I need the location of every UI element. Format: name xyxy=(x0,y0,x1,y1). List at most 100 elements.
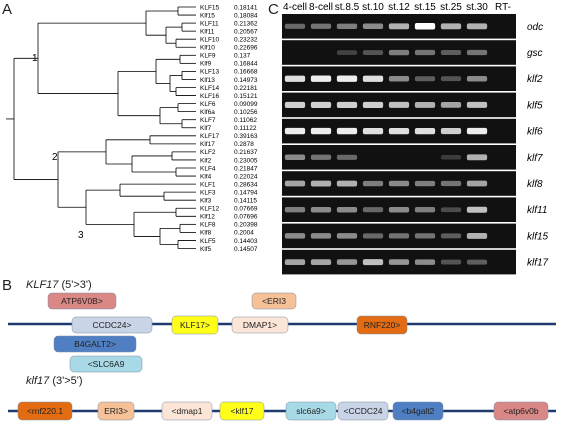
gel-band-klf7-7 xyxy=(466,154,488,161)
tree-leaf-value: 0.11062 xyxy=(234,117,257,124)
gel-band-klf11-7 xyxy=(466,206,488,213)
gel-band-klf7-0 xyxy=(284,154,306,161)
clade-label-1: 1 xyxy=(32,53,38,64)
gene-box-ccdc24 xyxy=(71,316,153,334)
gel-band-klf6-0 xyxy=(284,127,306,135)
gene-box-label: <b4galt2 xyxy=(402,406,435,416)
tree-leaf-name: KLF1 xyxy=(200,181,216,188)
gel-band-klf15-2 xyxy=(336,233,358,239)
tree-leaf-value: 0.09099 xyxy=(234,101,258,108)
gel-lane-label: st.30 xyxy=(466,2,488,13)
gene-box-b4galt2 xyxy=(53,335,137,353)
gel-lane-label: st.15 xyxy=(414,2,436,13)
gel-band-klf2-0 xyxy=(284,75,306,82)
gel-band-klf2-3 xyxy=(362,75,384,82)
gel-band-klf17-0 xyxy=(284,259,306,265)
gel-gene-label: klf5 xyxy=(527,100,543,111)
gel-lane-label: st.12 xyxy=(388,2,410,13)
gene-box-ccdc24 xyxy=(337,401,389,421)
gel-band-klf8-0 xyxy=(284,180,306,187)
gel-band-klf8-6 xyxy=(440,180,462,187)
gel-band-odc-0 xyxy=(284,23,306,29)
tree-leaf-name: KLF17 xyxy=(200,133,220,140)
gel-strip-klf7 xyxy=(282,145,516,170)
gel-band-klf2-2 xyxy=(336,75,358,82)
gel-strip-klf8 xyxy=(282,171,516,196)
tree-leaf-value: 0.23232 xyxy=(234,37,258,44)
gel-band-klf8-1 xyxy=(310,180,332,187)
gel-band-klf5-0 xyxy=(284,101,306,108)
tree-leaf-name: Klf13 xyxy=(200,77,215,84)
gene-box-label: KLF17> xyxy=(180,320,210,330)
gel-band-klf8-4 xyxy=(388,180,410,187)
tree-leaf-name: Klf10 xyxy=(200,45,215,52)
tree-leaf-value: 0.21362 xyxy=(234,20,258,27)
tree-leaf-name: Klf6a xyxy=(200,109,215,116)
gel-band-klf2-7 xyxy=(466,75,488,82)
gel-band-klf5-7 xyxy=(466,101,488,108)
synteny-title-top: KLF17 (5'>3') xyxy=(26,279,92,291)
tree-leaf-name: Klf7 xyxy=(200,125,212,132)
gel-band-klf6-1 xyxy=(310,127,332,135)
tree-leaf-name: KLF10 xyxy=(200,37,220,44)
tree-leaf-name: KLF4 xyxy=(200,165,216,172)
tree-leaf-name: KLF6 xyxy=(200,101,216,108)
tree-leaf-value: 0.2004 xyxy=(234,230,254,237)
gene-box-label: <atp6v0b xyxy=(503,406,538,416)
tree-leaf-name: KLF12 xyxy=(200,206,220,213)
gel-band-klf5-3 xyxy=(362,101,384,108)
synteny-title-bottom: klf17 (3'>5') xyxy=(26,375,83,387)
clade-label-3: 3 xyxy=(78,230,84,241)
gel-strip-klf11 xyxy=(282,197,516,222)
gel-band-klf2-5 xyxy=(414,76,436,82)
synteny-title-bottom-gene: klf17 xyxy=(26,375,50,387)
gel-strip-odc xyxy=(282,14,516,39)
gene-box-atp6v0b xyxy=(493,401,549,421)
gel-band-klf8-2 xyxy=(336,180,358,187)
gel-band-klf6-5 xyxy=(414,127,436,135)
tree-leaf-value: 0.14794 xyxy=(234,189,258,196)
gel-gene-label: klf15 xyxy=(527,231,549,242)
gel-band-klf7-2 xyxy=(336,154,358,160)
tree-leaf-value: 0.22024 xyxy=(234,173,258,180)
tree-leaf-name: Klf9 xyxy=(200,61,212,68)
tree-leaf-value: 0.14507 xyxy=(234,246,258,253)
tree-leaf-value: 0.07696 xyxy=(234,214,258,221)
gel-lane-label: st.25 xyxy=(440,2,462,13)
gel-band-klf5-5 xyxy=(414,101,436,108)
tree-leaf-value: 0.14115 xyxy=(234,198,257,205)
gel-band-klf15-3 xyxy=(362,233,384,239)
gene-box-label: ERI3> xyxy=(104,406,128,416)
gel-lane-label: 4-cell xyxy=(283,2,307,13)
gene-box-label: DMAP1> xyxy=(243,320,277,330)
gel-gene-label: klf6 xyxy=(527,127,543,138)
gel-strip-klf5 xyxy=(282,92,516,118)
gel-gene-label: klf2 xyxy=(527,74,543,85)
gel-band-klf2-6 xyxy=(440,76,462,82)
tree-leaf-value: 0.14403 xyxy=(234,238,258,245)
gel-band-klf5-2 xyxy=(336,101,358,108)
gene-box-eri3 xyxy=(251,292,297,310)
gel-band-klf5-6 xyxy=(440,102,462,108)
gel-band-klf17-5 xyxy=(414,259,436,265)
gel-strip-klf6 xyxy=(282,118,516,144)
gel-band-klf11-1 xyxy=(310,206,332,213)
tree-leaf-value: 0.39163 xyxy=(234,133,258,140)
tree-leaf-name: KLF16 xyxy=(200,93,220,100)
gene-box-klf17 xyxy=(219,401,265,421)
tree-leaf-name: KLF13 xyxy=(200,69,220,76)
tree-leaf-name: Klf8 xyxy=(200,230,212,237)
tree-leaf-value: 0.11122 xyxy=(234,125,257,132)
tree-leaf-value: 0.28634 xyxy=(234,181,258,188)
gel-band-klf17-2 xyxy=(336,259,358,265)
tree-leaf-value: 0.23005 xyxy=(234,157,258,164)
gene-box-dmap1 xyxy=(161,401,213,421)
gel-band-klf6-4 xyxy=(388,127,410,135)
gel-band-klf6-7 xyxy=(466,127,488,135)
gel-band-gsc-6 xyxy=(440,50,462,55)
gel-band-klf11-3 xyxy=(362,207,384,213)
tree-leaf-name: Klf15 xyxy=(200,12,215,19)
gel-strip-gsc xyxy=(282,40,516,65)
gene-box-rnf2201 xyxy=(17,401,73,421)
